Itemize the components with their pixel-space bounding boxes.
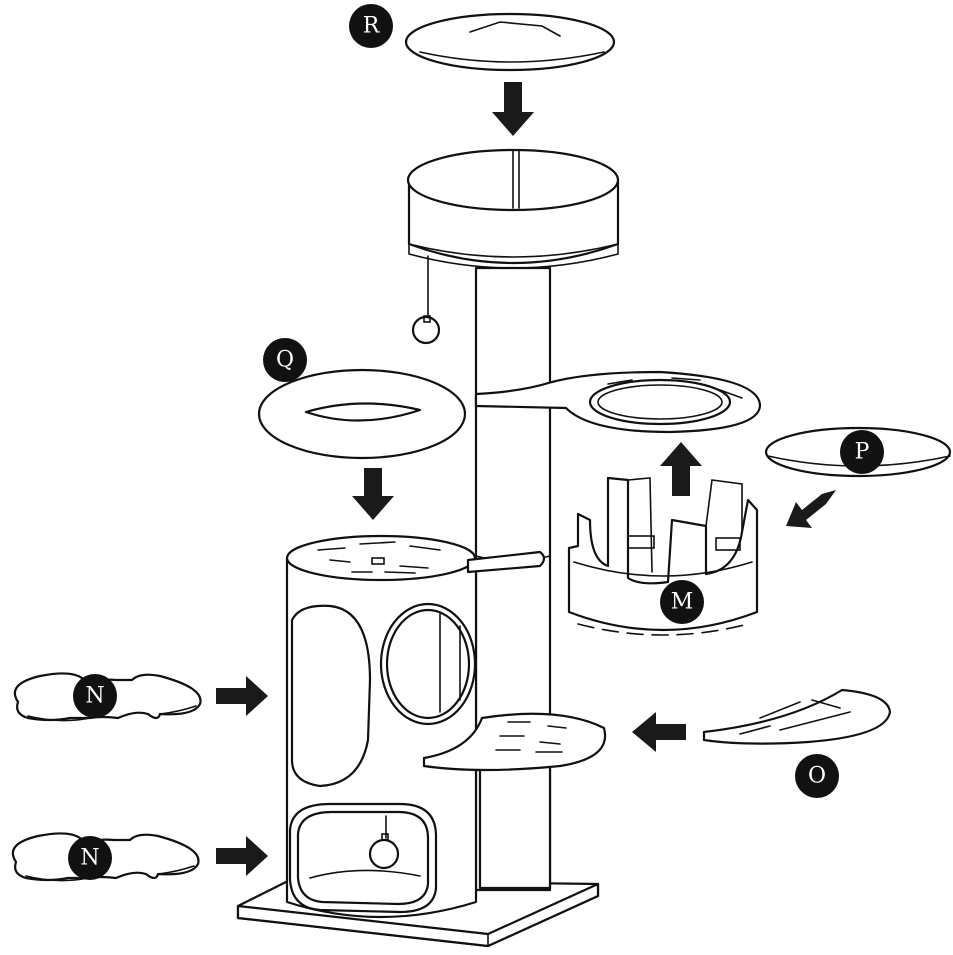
arrow-down-Q — [352, 468, 394, 520]
badge-N-upper: N — [73, 674, 117, 718]
arrow-right-N-lower — [216, 836, 268, 876]
crown-basket-M — [567, 476, 759, 636]
arrow-down-R — [492, 82, 534, 136]
top-bed — [406, 148, 620, 345]
svg-text:N: N — [80, 846, 99, 871]
upper-ring-platform — [474, 370, 762, 434]
curved-pad-O — [702, 688, 892, 745]
arrow-diagonal-P — [786, 490, 836, 528]
svg-text:Q: Q — [276, 348, 294, 373]
svg-text:N: N — [85, 684, 104, 709]
lower-platform — [422, 712, 607, 772]
cushion-R — [404, 12, 616, 72]
barrel-post-connector — [466, 550, 546, 574]
badge-Q: Q — [263, 338, 307, 382]
condo-barrel — [285, 534, 478, 919]
badge-R: R — [349, 4, 393, 48]
badge-N-lower: N — [68, 836, 112, 880]
svg-text:P: P — [855, 440, 870, 465]
arrow-up-M — [660, 442, 702, 496]
badge-O: O — [795, 754, 839, 798]
svg-text:O: O — [808, 764, 826, 789]
cushion-Q — [257, 368, 467, 460]
badge-P: P — [840, 430, 884, 474]
svg-text:R: R — [363, 14, 381, 39]
lower-post — [478, 750, 552, 890]
badge-M: M — [660, 580, 704, 624]
svg-text:M: M — [671, 590, 694, 615]
arrow-left-O — [632, 712, 686, 752]
arrow-right-N-upper — [216, 676, 268, 716]
